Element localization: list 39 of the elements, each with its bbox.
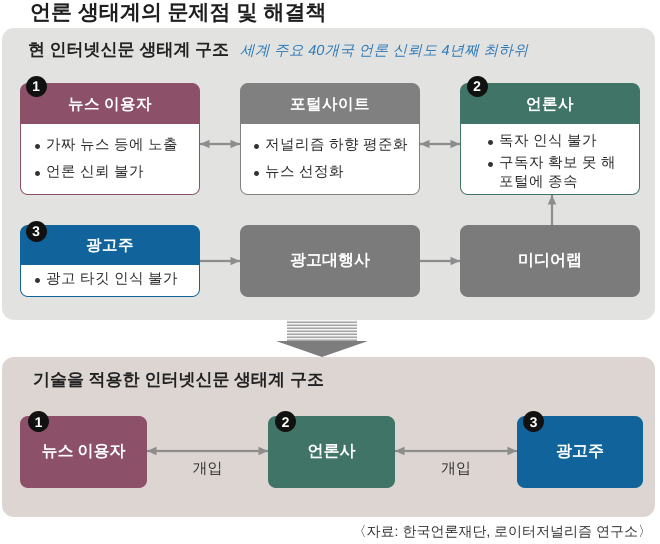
step-number: 3 (26, 220, 46, 242)
process-box (460, 225, 640, 297)
box-label: 광고주 (556, 442, 604, 462)
box-label: 광고대행사 (290, 251, 370, 271)
edge-label: 개입 (192, 459, 222, 478)
arrow (420, 256, 460, 266)
info-card (240, 83, 420, 195)
step-number: 1 (28, 411, 49, 432)
step-number: 3 (523, 411, 544, 432)
panel-heading: 기술을 적용한 인터넷신문 생태계 구조 (33, 369, 324, 391)
panel-subtitle: 세계 주요 40개국 언론 신뢰도 4년째 최하위 (240, 42, 529, 61)
arrow (395, 446, 517, 456)
bullet-item: 광고 타깃 인식 불가 (46, 270, 180, 289)
bullet-item: 뉴스 선정화 (265, 163, 346, 182)
step-number: 1 (26, 76, 46, 96)
edge-label: 개입 (441, 459, 471, 478)
arrow (200, 140, 240, 148)
card-header: 포털사이트 (241, 84, 419, 124)
box-label: 미디어랩 (518, 251, 582, 271)
bullet-item: 가짜 뉴스 등에 노출 (46, 136, 180, 155)
step-number: 2 (466, 76, 488, 96)
panel (2, 28, 655, 320)
step-number: 2 (275, 411, 296, 432)
box-label: 뉴스 이용자 (41, 442, 126, 462)
arrow (147, 446, 268, 456)
box-label: 언론사 (308, 442, 356, 462)
title: 언론 생태계의 문제점 및 해결책 (30, 1, 326, 25)
arrow (420, 140, 460, 148)
bullet-item: 독자 인식 불가 (499, 132, 598, 151)
bullet-item: 구독자 확보 못 해 포털에 종속 (499, 154, 618, 192)
panel (2, 357, 655, 517)
process-box (240, 225, 420, 297)
bullet-item: 언론 신뢰 불가 (46, 163, 146, 182)
arrow (200, 256, 240, 266)
panel-heading: 현 인터넷신문 생태계 구조 (28, 39, 230, 61)
bullet-item: 저널리즘 하향 평준화 (265, 136, 410, 155)
source-note: 〈자료: 한국언론재단, 로이터저널리즘 연구소〉 (352, 522, 652, 540)
arrow (548, 195, 556, 225)
block-arrow (276, 320, 368, 357)
